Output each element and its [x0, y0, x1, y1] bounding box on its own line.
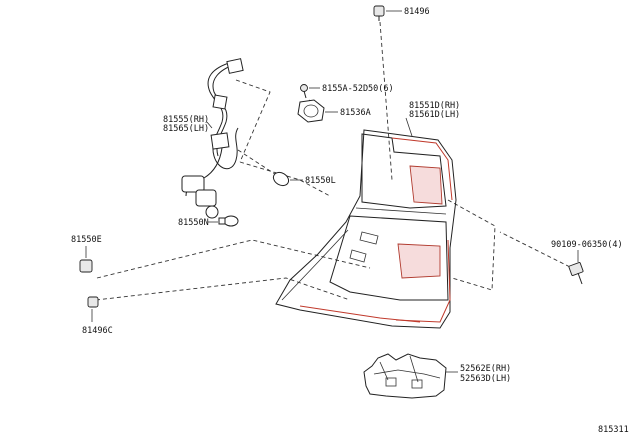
label-81550N: 81550N — [178, 218, 209, 228]
label-81551D-rh: 81551D(RH) — [409, 101, 460, 111]
label-52563D-lh: 52563D(LH) — [460, 374, 511, 384]
part-labels: 81496 8155A-52D50(6) 81536A 81555(RH) 81… — [71, 7, 629, 435]
bulb-81550N — [208, 215, 239, 227]
socket-81536A — [297, 99, 338, 123]
clip-81496-top — [373, 5, 402, 21]
diagram-id: 815311 — [598, 425, 629, 435]
label-90109: 90109-06350(4) — [551, 240, 623, 250]
label-81550E: 81550E — [71, 235, 102, 245]
screw-8155A — [300, 84, 320, 99]
label-81565-lh: 81565(LH) — [163, 124, 209, 134]
bulb-81550L — [272, 171, 303, 187]
wire-harness-81555 — [181, 58, 244, 219]
label-81550L: 81550L — [305, 176, 336, 186]
clip-81496C — [87, 296, 99, 322]
screw-90109 — [568, 250, 584, 285]
leader-lines — [95, 21, 577, 301]
label-52562E-rh: 52562E(RH) — [460, 364, 511, 374]
bracket-52562E — [363, 353, 458, 399]
label-8155A: 8155A-52D50(6) — [322, 84, 394, 94]
label-81555-rh: 81555(RH) — [163, 115, 209, 125]
label-81496C: 81496C — [82, 326, 113, 336]
lamp-housing-81551D — [275, 117, 457, 329]
clip-81550E — [79, 246, 93, 273]
label-81536A: 81536A — [340, 108, 371, 118]
label-81496-top: 81496 — [404, 7, 430, 17]
label-81561D-lh: 81561D(LH) — [409, 110, 460, 120]
